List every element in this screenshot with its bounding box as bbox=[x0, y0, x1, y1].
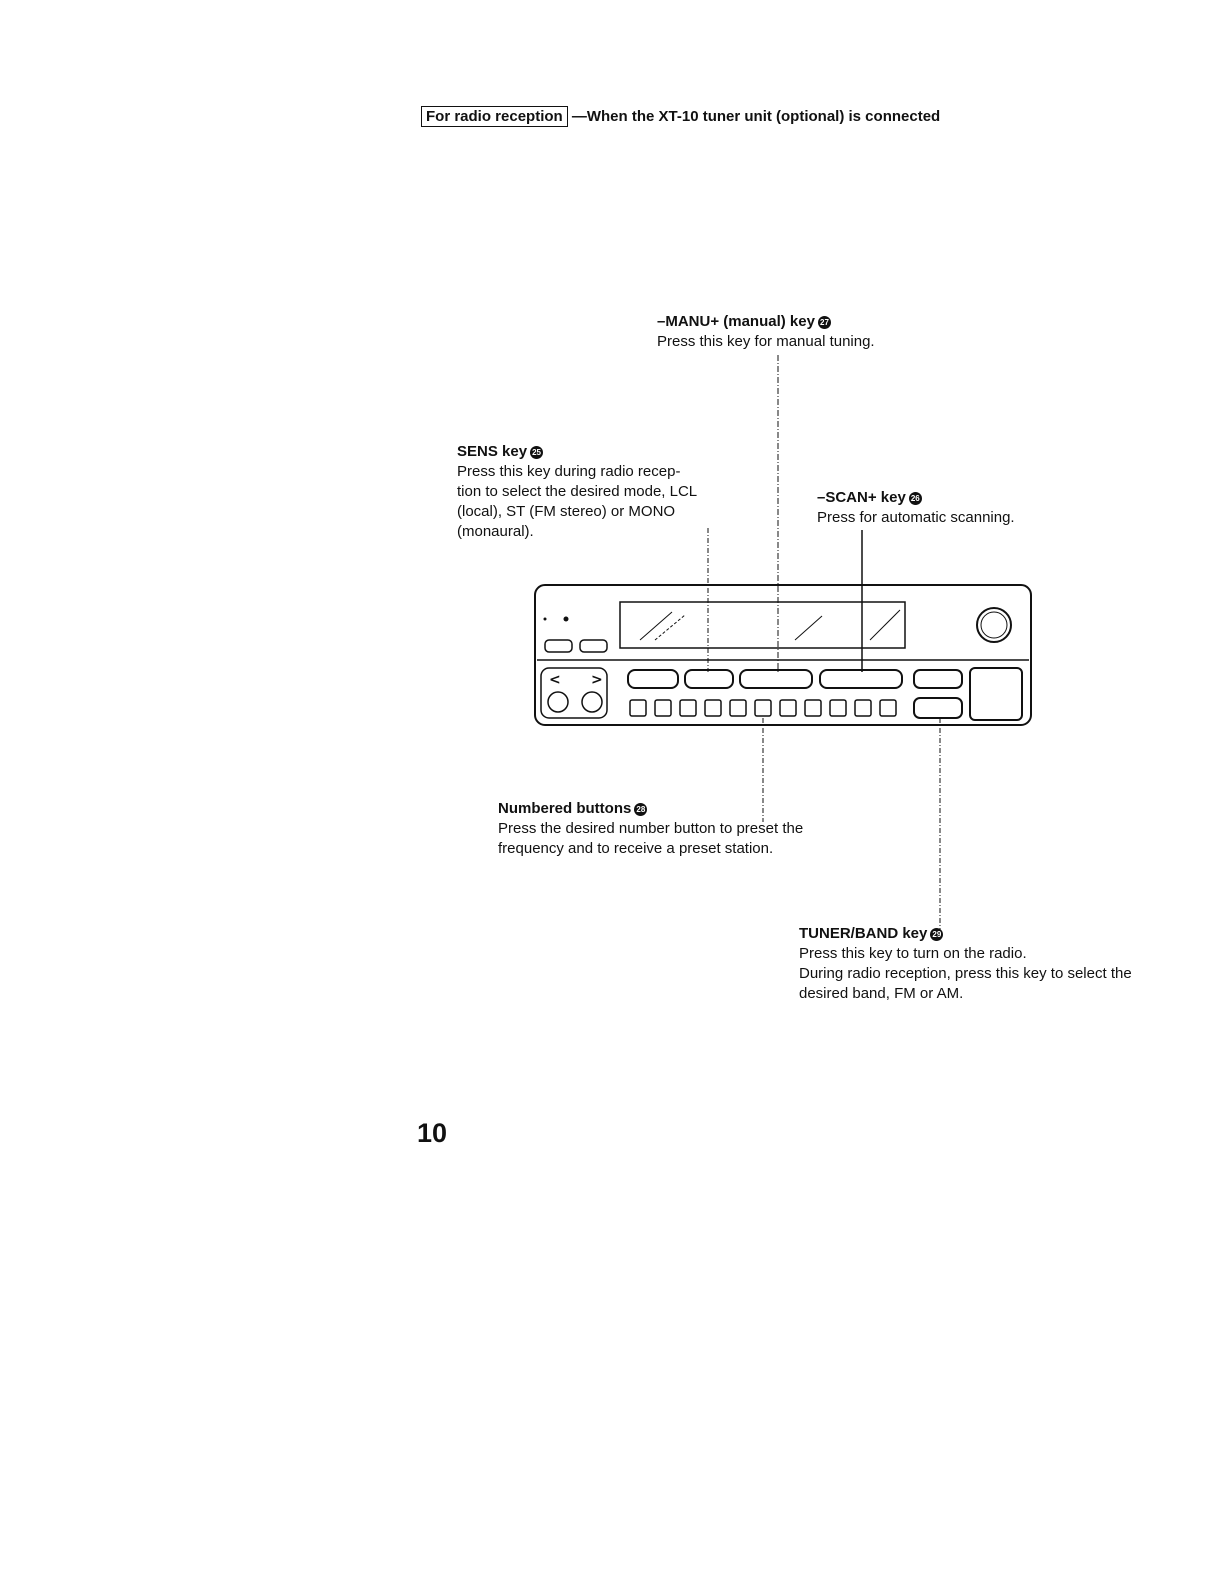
callout-sens-line-1: Press this key during radio recep- bbox=[457, 463, 681, 480]
manu-key bbox=[739, 669, 813, 689]
callout-sens-line-2: tion to select the desired mode, LCL bbox=[457, 483, 698, 500]
section-label-box: For radio reception bbox=[421, 106, 568, 127]
tuner-band-key bbox=[913, 697, 963, 719]
left-top-button-2 bbox=[579, 639, 608, 653]
callout-numbered-line-1: Press the desired number button to prese… bbox=[498, 820, 804, 837]
callout-number-badge: 25 bbox=[530, 446, 544, 459]
callout-number-badge: 27 bbox=[817, 316, 831, 329]
callout-numbered-line-2: frequency and to receive a preset statio… bbox=[498, 840, 774, 857]
numbered-buttons-row bbox=[629, 699, 897, 717]
callout-sens-line-4: (monaural). bbox=[457, 523, 534, 540]
volume-knob bbox=[976, 607, 1012, 643]
callout-tuner-line-1: Press this key to turn on the radio. bbox=[799, 945, 1027, 962]
left-top-button-1 bbox=[544, 639, 573, 653]
right-arrow-icon: > bbox=[591, 672, 603, 688]
left-control-panel bbox=[540, 667, 608, 719]
callout-number-badge: 26 bbox=[908, 492, 922, 505]
device-body bbox=[534, 584, 1032, 726]
callout-tuner-line-3: desired band, FM or AM. bbox=[799, 985, 964, 1002]
callout-sens-line-3: (local), ST (FM stereo) or MONO bbox=[457, 503, 676, 520]
scan-key bbox=[819, 669, 903, 689]
callout-manu-text: Press this key for manual tuning. bbox=[657, 333, 875, 350]
callout-number-badge: 28 bbox=[634, 803, 648, 816]
callout-number-badge: 29 bbox=[930, 928, 944, 941]
display-window bbox=[619, 601, 906, 649]
section-heading: For radio reception —When the XT-10 tune… bbox=[421, 106, 941, 127]
callout-tuner-line-2: During radio reception, press this key t… bbox=[799, 965, 1132, 982]
key-2 bbox=[684, 669, 734, 689]
eject-panel bbox=[969, 667, 1023, 721]
sens-key bbox=[627, 669, 679, 689]
leader-lines bbox=[707, 355, 941, 930]
section-subtitle: —When the XT-10 tuner unit (optional) is… bbox=[571, 108, 941, 125]
callout-scan-text: Press for automatic scanning. bbox=[817, 509, 1015, 526]
right-key bbox=[913, 669, 963, 689]
page-number: 10 bbox=[417, 1118, 448, 1148]
left-arrow-icon: < bbox=[549, 672, 561, 688]
